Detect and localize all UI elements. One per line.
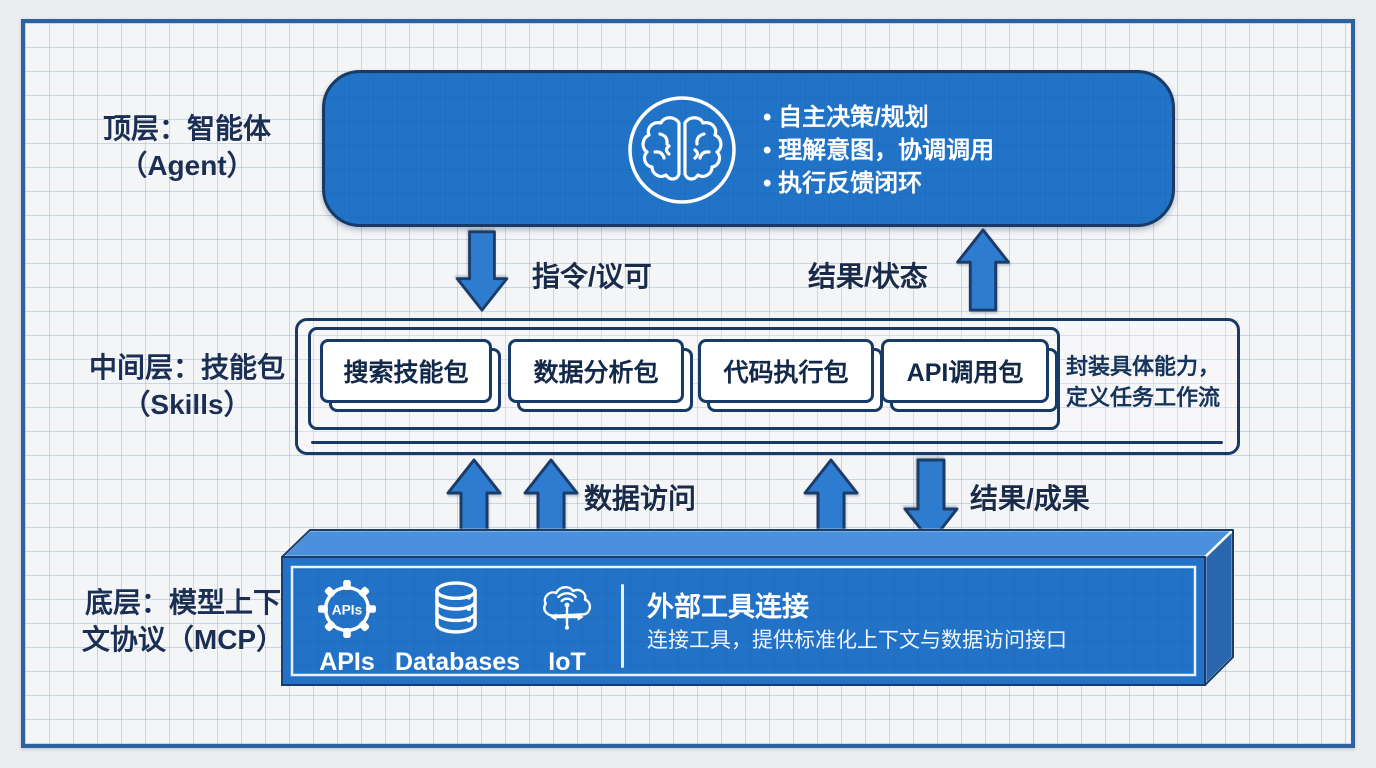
agent-bullet: 自主决策/规划 — [763, 101, 994, 134]
mcp-tool-databases: Databases — [395, 577, 521, 677]
mcp-tool-iot: IoT — [528, 577, 606, 677]
skill-card-data-analysis: 数据分析包 — [508, 339, 693, 412]
database-icon — [435, 581, 477, 634]
mcp-tool-apis: APIs APIs — [305, 577, 389, 677]
flow-label-command: 指令/议可 — [532, 261, 652, 292]
mcp-top-face — [280, 528, 1235, 559]
layer-label-mcp-line2: 文协议（MCP） — [81, 624, 285, 655]
layer-label-agent: 顶层：智能体 （Agent） — [52, 110, 322, 184]
tool-label-apis: APIs — [319, 648, 375, 676]
skills-note: 封装具体能力， 定义任务工作流 — [1066, 351, 1238, 413]
layer-label-agent-line2: （Agent） — [119, 150, 255, 181]
mcp-subtitle: 连接工具，提供标准化上下文与数据访问接口 — [647, 629, 1067, 652]
flow-label-result-state: 结果/状态 — [808, 261, 928, 292]
skill-card-search: 搜索技能包 — [320, 339, 501, 412]
mcp-title: 外部工具连接 — [647, 592, 809, 622]
skill-card-code-exec: 代码执行包 — [698, 339, 883, 412]
skill-card-label: 数据分析包 — [508, 339, 684, 403]
skills-note-line1: 封装具体能力， — [1066, 354, 1221, 379]
tool-label-iot: IoT — [548, 648, 586, 676]
skill-card-api-call: API调用包 — [881, 339, 1058, 412]
flow-label-data-access: 数据访问 — [584, 483, 697, 514]
gear-apis-icon: APIs — [318, 580, 376, 638]
flow-label-result-outcome: 结果/成果 — [970, 483, 1090, 514]
skill-card-label: 代码执行包 — [698, 339, 874, 403]
skills-inner-box — [308, 327, 1060, 430]
iot-cloud-icon — [543, 586, 592, 630]
brain-icon — [628, 96, 736, 204]
arrow-down-command-icon — [454, 229, 510, 313]
layer-label-skills-line1: 中间层：技能包 — [88, 352, 285, 383]
agent-bullet: 理解意图，协调调用 — [763, 134, 994, 167]
skill-card-label: 搜索技能包 — [320, 339, 492, 403]
layer-label-mcp: 底层：模型上下 文协议（MCP） — [48, 584, 318, 658]
mcp-divider — [621, 584, 624, 668]
arrow-up-result-icon — [955, 227, 1011, 313]
mcp-inner-outline — [290, 565, 1197, 677]
agent-bullet: 执行反馈闭环 — [763, 167, 994, 200]
agent-box — [322, 70, 1175, 227]
layer-label-skills: 中间层：技能包 （Skills） — [52, 349, 322, 423]
tool-label-databases: Databases — [395, 648, 521, 676]
agent-capabilities-list: 自主决策/规划 理解意图，协调调用 执行反馈闭环 — [763, 101, 994, 200]
skills-underline — [311, 441, 1223, 444]
skill-card-label: API调用包 — [881, 339, 1049, 403]
layer-label-mcp-line1: 底层：模型上下 — [84, 587, 281, 618]
skills-note-line2: 定义任务工作流 — [1066, 385, 1221, 410]
layer-label-agent-line1: 顶层：智能体 — [102, 113, 271, 144]
svg-text:APIs: APIs — [332, 602, 363, 617]
layer-label-skills-line2: （Skills） — [122, 389, 252, 420]
